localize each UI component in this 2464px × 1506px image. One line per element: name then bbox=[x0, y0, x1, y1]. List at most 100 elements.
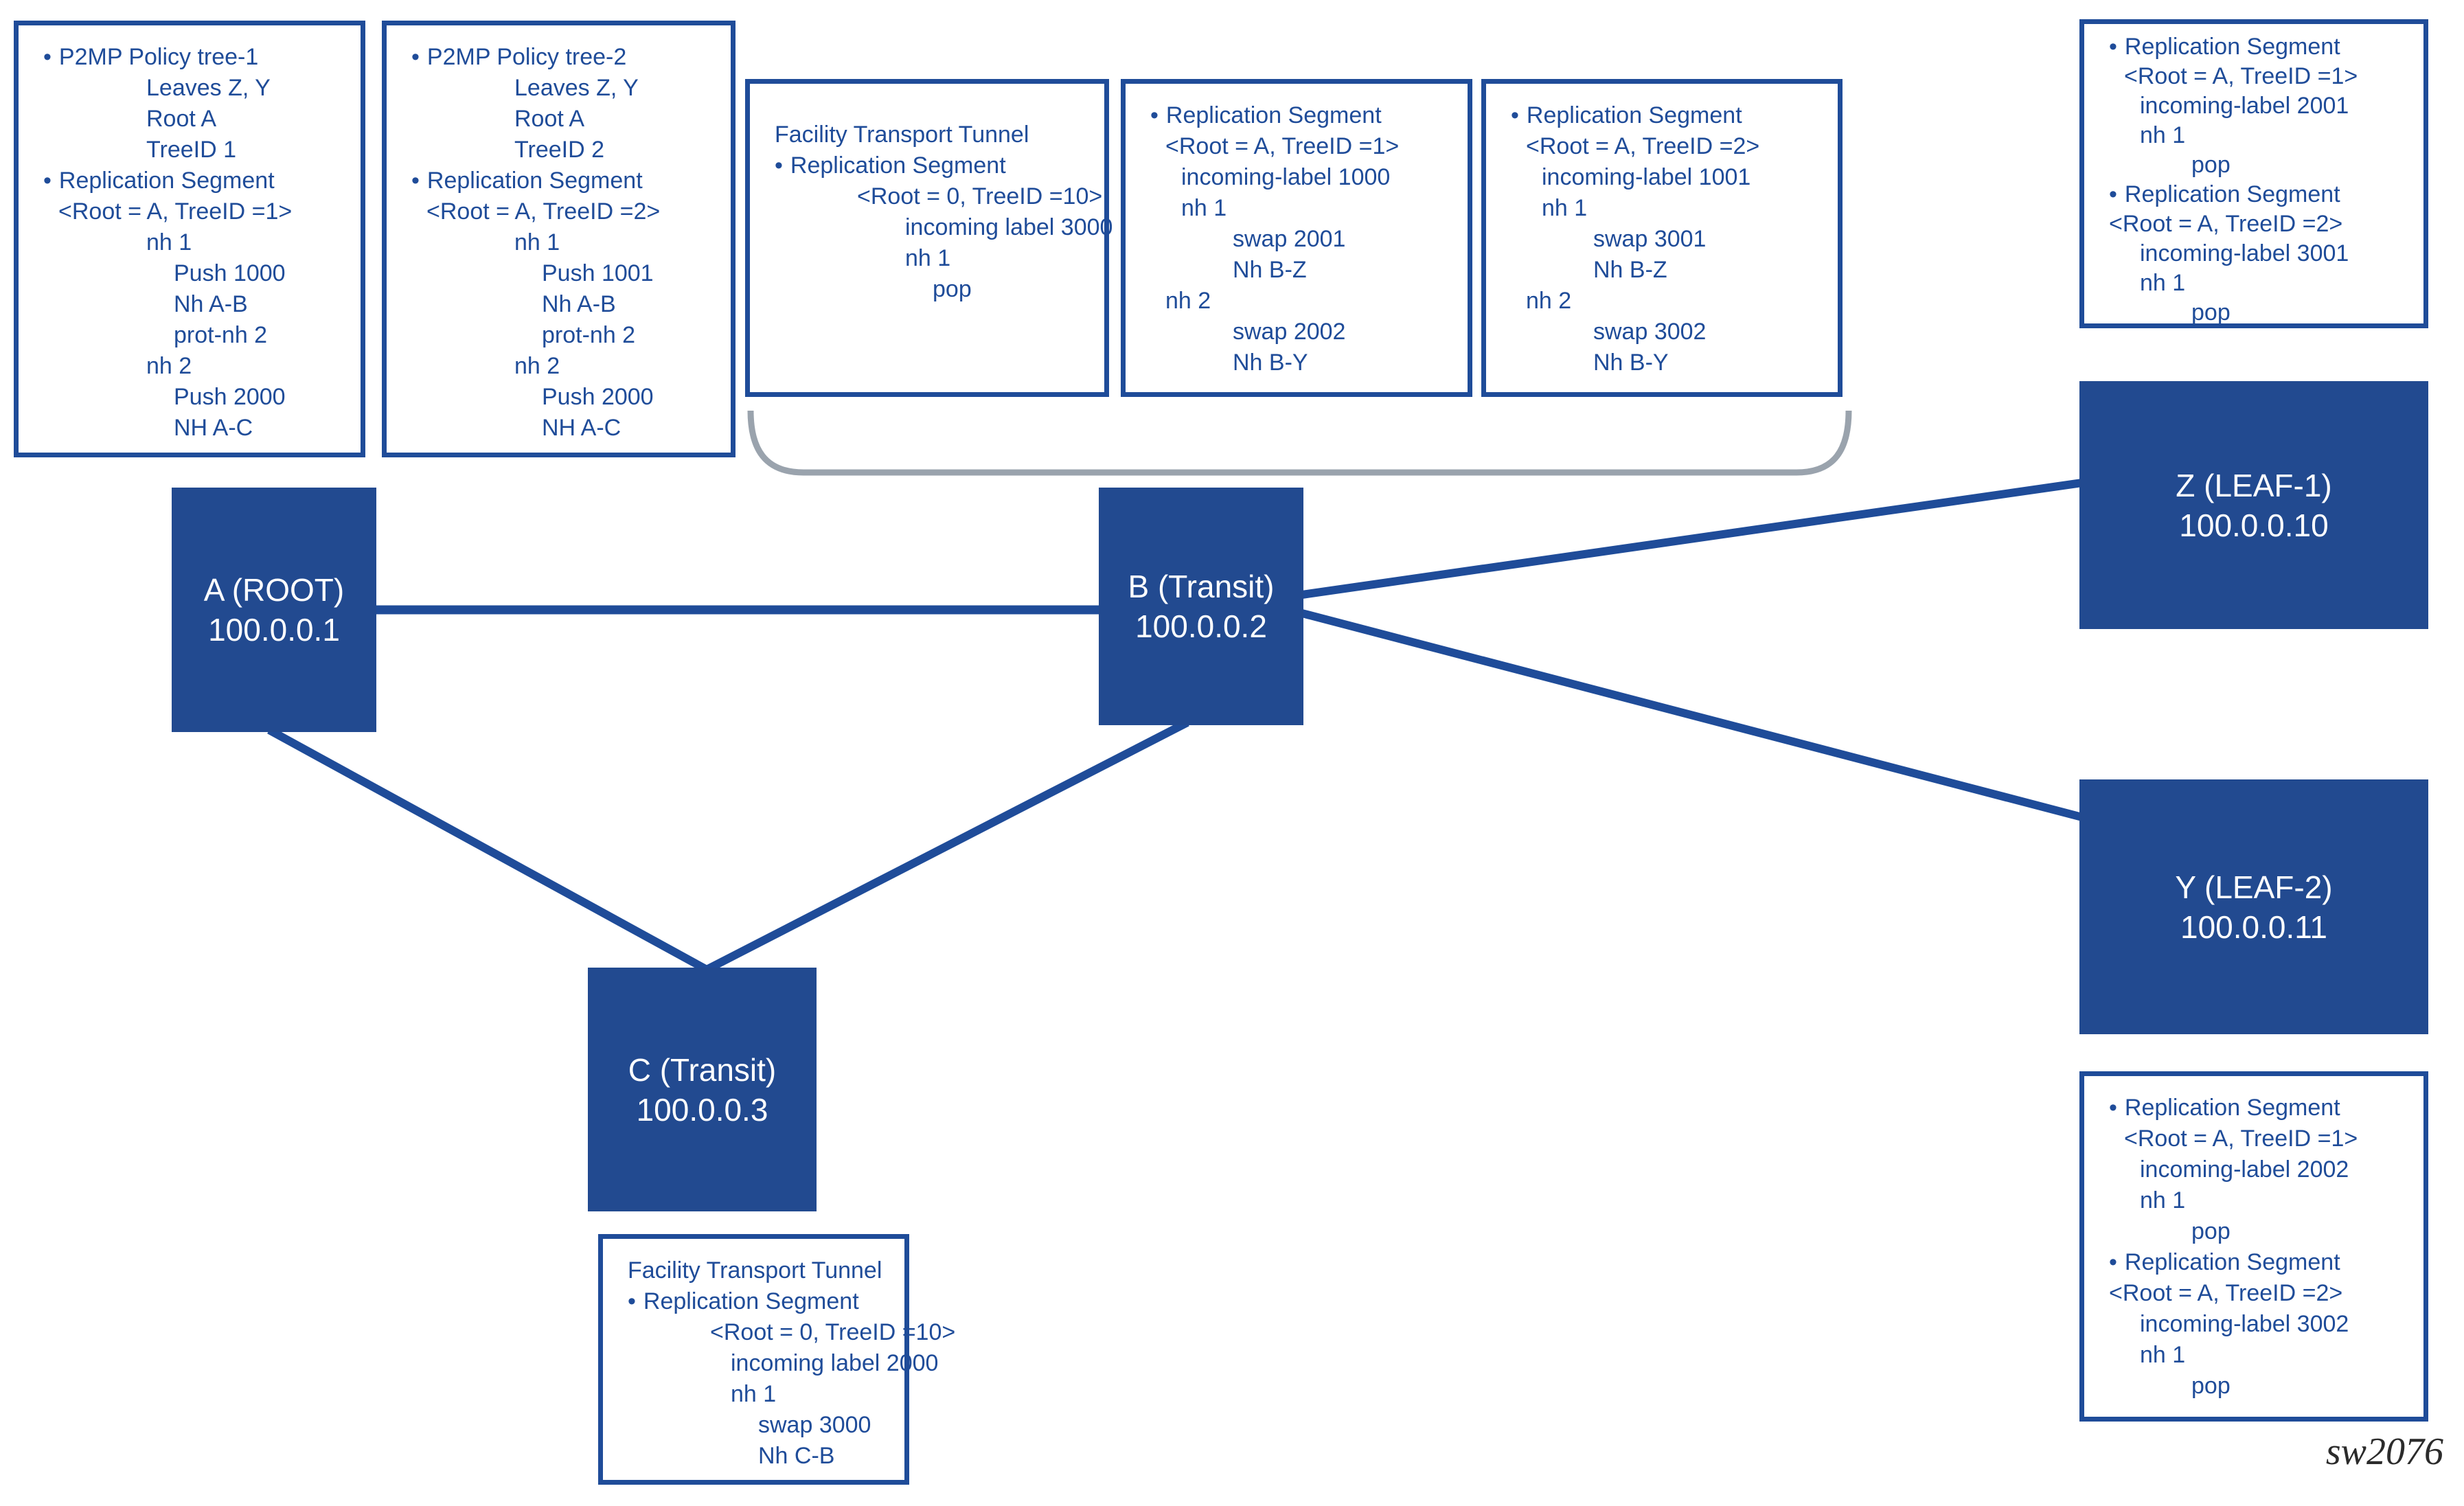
config-line: Nh A-B bbox=[43, 289, 355, 320]
node-a-root: A (ROOT) 100.0.0.1 bbox=[172, 488, 376, 732]
config-line-text: nh 1 bbox=[2140, 1187, 2186, 1213]
config-line-text: nh 1 bbox=[905, 245, 951, 271]
config-line: Root A bbox=[43, 104, 355, 135]
config-line-text: incoming label 2000 bbox=[731, 1350, 939, 1376]
config-line-text: <Root = A, TreeID =2> bbox=[2109, 1280, 2343, 1306]
node-y-ip: 100.0.0.11 bbox=[2180, 909, 2327, 945]
node-b-label: B (Transit) bbox=[1128, 569, 1275, 604]
config-line: nh 1 bbox=[1150, 193, 1462, 224]
config-line-text: Leaves Z, Y bbox=[146, 75, 271, 101]
node-z-leaf1: Z (LEAF-1) 100.0.0.10 bbox=[2079, 381, 2428, 629]
config-line: NH A-C bbox=[43, 413, 355, 444]
config-line: •P2MP Policy tree-2 bbox=[411, 42, 725, 73]
config-line: incoming-label 1000 bbox=[1150, 162, 1462, 193]
config-line-text: Nh A-B bbox=[174, 291, 248, 317]
config-line: nh 1 bbox=[2109, 1340, 2418, 1371]
config-line: swap 2002 bbox=[1150, 317, 1462, 347]
config-line: • Replication Segment bbox=[2109, 180, 2418, 209]
config-line: nh 1 bbox=[2109, 269, 2418, 298]
config-line: •Replication Segment bbox=[411, 166, 725, 196]
config-line: Nh B-Z bbox=[1150, 255, 1462, 286]
config-line: <Root = A, TreeID =1> bbox=[43, 196, 355, 227]
infobox-replication-segment-b-tree1: •Replication Segment<Root = A, TreeID =1… bbox=[1121, 79, 1472, 397]
config-line-text: nh 2 bbox=[514, 353, 560, 379]
config-line: nh 1 bbox=[628, 1379, 899, 1410]
config-line-text: Nh B-Z bbox=[1233, 257, 1307, 283]
config-line: Nh C-B bbox=[628, 1441, 899, 1472]
config-line: nh 2 bbox=[411, 351, 725, 382]
config-line: incoming-label 3002 bbox=[2109, 1309, 2418, 1340]
config-line: •P2MP Policy tree-1 bbox=[43, 42, 355, 73]
node-c-label: C (Transit) bbox=[628, 1051, 777, 1088]
config-line-text: <Root = A, TreeID =2> bbox=[2109, 211, 2343, 237]
config-line-text: nh 2 bbox=[146, 353, 192, 379]
config-line-text: Push 2000 bbox=[542, 384, 654, 410]
config-line: <Root = A, TreeID =2> bbox=[411, 196, 725, 227]
bullet-icon: • bbox=[1150, 102, 1159, 128]
config-line: nh 2 bbox=[1511, 286, 1832, 317]
config-line: TreeID 1 bbox=[43, 135, 355, 166]
bullet-icon: • bbox=[2109, 181, 2117, 207]
config-line-text: incoming-label 1000 bbox=[1181, 164, 1391, 190]
node-b-transit: B (Transit) 100.0.0.2 bbox=[1099, 488, 1303, 725]
link-b-y bbox=[1301, 609, 2084, 821]
config-line: •Replication Segment bbox=[2109, 32, 2418, 62]
config-line: nh 1 bbox=[775, 243, 1099, 274]
config-line-text: Push 1000 bbox=[174, 260, 286, 286]
config-line-text: Replication Segment bbox=[58, 168, 275, 194]
bullet-icon: • bbox=[1511, 102, 1519, 128]
config-line-text: incoming-label 3001 bbox=[2140, 240, 2349, 266]
config-line-text: <Root = A, TreeID =1> bbox=[58, 198, 293, 225]
bullet-icon: • bbox=[43, 44, 52, 70]
config-line-text: swap 2002 bbox=[1233, 319, 1346, 345]
config-line-text: <Root = 0, TreeID =10> bbox=[710, 1319, 956, 1345]
config-line-text: incoming-label 3002 bbox=[2140, 1311, 2349, 1337]
config-line: •Replication Segment bbox=[43, 166, 355, 196]
config-line-text: Push 1001 bbox=[542, 260, 654, 286]
config-line-text: Replication Segment bbox=[790, 152, 1006, 179]
link-a-c bbox=[267, 726, 710, 974]
bullet-icon: • bbox=[2109, 1095, 2117, 1121]
config-line: <Root = A, TreeID =1> bbox=[1150, 131, 1462, 162]
config-line-text: Replication Segment bbox=[2124, 181, 2340, 207]
config-line: incoming label 2000 bbox=[628, 1348, 938, 1379]
config-line-text: incoming-label 1001 bbox=[1542, 164, 1751, 190]
config-line-text: pop bbox=[2191, 152, 2231, 178]
config-line: Push 1001 bbox=[411, 258, 725, 289]
brace-under-b-boxes bbox=[747, 410, 1852, 476]
config-line: <Root = A, TreeID =1> bbox=[2109, 1123, 2418, 1154]
config-line-text: swap 3001 bbox=[1593, 226, 1707, 252]
config-line: nh 1 bbox=[2109, 121, 2418, 150]
config-line-text: Nh B-Z bbox=[1593, 257, 1667, 283]
node-z-ip: 100.0.0.10 bbox=[2179, 507, 2329, 543]
bullet-icon: • bbox=[411, 168, 420, 194]
config-line-text: Nh B-Y bbox=[1593, 350, 1669, 376]
config-line: swap 3002 bbox=[1511, 317, 1832, 347]
config-line: •Replication Segment bbox=[2109, 1247, 2418, 1278]
config-line: •Replication Segment bbox=[775, 150, 1099, 181]
config-line: swap 3000 bbox=[628, 1410, 899, 1441]
config-line-text: nh 1 bbox=[1181, 195, 1227, 221]
config-line: Leaves Z, Y bbox=[411, 73, 725, 104]
infobox-replication-segment-b-tree2: •Replication Segment<Root = A, TreeID =2… bbox=[1481, 79, 1843, 397]
config-line: nh 1 bbox=[43, 227, 355, 258]
config-line-text: Replication Segment bbox=[1526, 102, 1742, 128]
node-c-ip: 100.0.0.3 bbox=[636, 1091, 768, 1128]
config-line-text: incoming-label 2002 bbox=[2140, 1156, 2349, 1183]
config-line-text: NH A-C bbox=[542, 415, 621, 441]
config-line-text: prot-nh 2 bbox=[542, 322, 636, 348]
config-line-text: Nh C-B bbox=[758, 1443, 835, 1469]
config-line-text: Replication Segment bbox=[426, 168, 643, 194]
config-line-text: Facility Transport Tunnel bbox=[628, 1257, 882, 1283]
config-line: Facility Transport Tunnel bbox=[628, 1255, 899, 1286]
config-line: swap 2001 bbox=[1150, 224, 1462, 255]
node-b-ip: 100.0.0.2 bbox=[1135, 608, 1267, 644]
config-line-text: Nh B-Y bbox=[1233, 350, 1308, 376]
link-b-z bbox=[1301, 479, 2083, 599]
config-line-text: <Root = A, TreeID =2> bbox=[426, 198, 661, 225]
config-line-text: nh 1 bbox=[146, 229, 192, 255]
config-line-text: Root A bbox=[514, 106, 585, 132]
config-line: <Root = A, TreeID =2> bbox=[2109, 1278, 2418, 1309]
